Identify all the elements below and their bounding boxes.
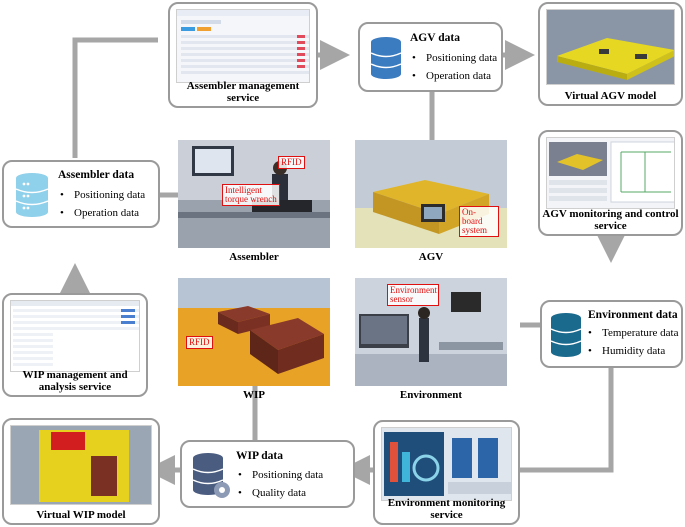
list-item: Humidity data <box>588 342 679 360</box>
torque-wrench-callout: Intelligent torque wrench <box>222 184 280 206</box>
list-item: Temperature data <box>588 324 679 342</box>
assembler-data-card: Assembler data Positioning data Operatio… <box>2 160 160 228</box>
agv-data-list: Positioning data Operation data <box>412 49 497 85</box>
wip-management-title: WIP management and analysis service <box>22 369 128 393</box>
onboard-system-callout: On-board system <box>459 206 499 237</box>
arrow-envdata-to-envmon <box>520 367 614 473</box>
assembler-management-title: Assembler management service <box>186 80 300 104</box>
agv-monitoring-screenshot <box>546 137 675 209</box>
agv-label: AGV <box>418 251 444 263</box>
rfid-callout: RFID <box>278 156 305 169</box>
assembler-label: Assembler <box>229 251 279 263</box>
arrow-assembler-to-mgmt <box>72 37 158 158</box>
database-icon <box>550 313 582 357</box>
environment-data-card: Environment data Temperature data Humidi… <box>540 300 683 368</box>
wip-rfid-callout: RFID <box>186 336 213 349</box>
virtual-agv-card: Virtual AGV model <box>538 2 683 106</box>
wip-management-screenshot <box>10 300 140 372</box>
database-icon <box>15 173 49 217</box>
list-item: Quality data <box>238 484 323 502</box>
environment-monitoring-screenshot <box>381 427 512 501</box>
environment-data-list: Temperature data Humidity data <box>588 324 679 360</box>
list-item: Positioning data <box>412 49 497 67</box>
wip-data-title: WIP data <box>236 450 283 462</box>
list-item: Positioning data <box>238 466 323 484</box>
agv-photo: On-board system <box>355 140 507 248</box>
virtual-agv-image <box>546 9 675 85</box>
wip-photo: RFID <box>178 278 330 386</box>
wip-management-card: WIP management and analysis service <box>2 293 148 397</box>
database-gear-icon <box>192 453 230 498</box>
agv-monitoring-title: AGV monitoring and control service <box>542 208 679 232</box>
database-icon <box>370 37 402 79</box>
agv-data-title: AGV data <box>410 32 460 44</box>
environment-monitoring-title: Environment monitoring service <box>387 497 506 521</box>
virtual-wip-title: Virtual WIP model <box>36 509 126 521</box>
list-item: Operation data <box>60 204 145 222</box>
assembler-data-title: Assembler data <box>58 169 135 181</box>
virtual-agv-title: Virtual AGV model <box>564 90 657 102</box>
environment-photo: Environment sensor <box>355 278 507 386</box>
agv-data-card: AGV data Positioning data Operation data <box>358 22 503 92</box>
agv-monitoring-card: AGV monitoring and control service <box>538 130 683 236</box>
environment-monitoring-card: Environment monitoring service <box>373 420 520 525</box>
wip-data-card: WIP data Positioning data Quality data <box>180 440 355 508</box>
environment-sensor-callout: Environment sensor <box>387 284 439 306</box>
list-item: Positioning data <box>60 186 145 204</box>
assembler-data-list: Positioning data Operation data <box>60 186 145 222</box>
environment-label: Environment <box>399 389 463 401</box>
virtual-wip-image <box>10 425 152 505</box>
wip-label: WIP <box>243 389 265 401</box>
environment-data-title: Environment data <box>588 309 678 321</box>
assembler-photo: RFID Intelligent torque wrench <box>178 140 330 248</box>
list-item: Operation data <box>412 67 497 85</box>
wip-data-list: Positioning data Quality data <box>238 466 323 502</box>
virtual-wip-card: Virtual WIP model <box>2 418 160 525</box>
assembler-management-card: Assembler management service <box>168 2 318 108</box>
assembler-management-screenshot <box>176 9 310 83</box>
